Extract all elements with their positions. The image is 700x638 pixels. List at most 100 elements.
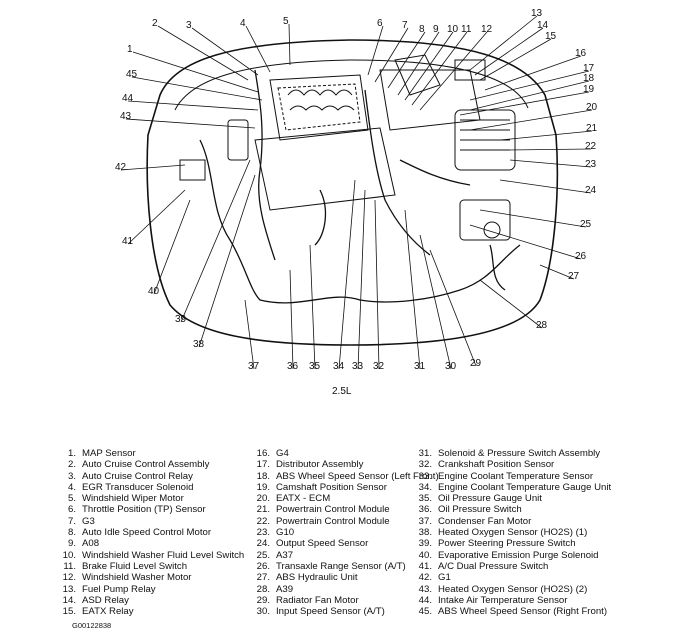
legend-item: 19.Camshaft Position Sensor xyxy=(250,482,439,493)
callout-label-18: 18 xyxy=(583,73,595,84)
legend-item-label: Intake Air Temperature Sensor xyxy=(438,594,568,606)
legend-item: 3. Auto Cruise Control Relay xyxy=(56,471,244,482)
callout-leader-44 xyxy=(127,100,259,111)
callout-leader-22 xyxy=(504,148,592,151)
legend-item-label: Fuel Pump Relay xyxy=(82,583,156,595)
callout-leader-15 xyxy=(479,38,552,81)
callout-label-14: 14 xyxy=(537,20,549,31)
legend-item: 25.A37 xyxy=(250,550,439,561)
legend-item-label: Brake Fluid Level Switch xyxy=(82,560,188,572)
legend-item-number: 1. xyxy=(67,448,76,459)
legend-item-label: MAP Sensor xyxy=(82,448,136,459)
legend-item: 44.Intake Air Temperature Sensor xyxy=(412,595,611,606)
wiring-harness xyxy=(199,69,521,304)
legend-item-number: 12. xyxy=(62,572,76,584)
callout-leader-10 xyxy=(404,31,454,101)
legend-item-label: A39 xyxy=(276,583,294,595)
legend-item-number: 9. xyxy=(67,538,76,550)
callout-leader-28 xyxy=(479,279,543,329)
legend-item: 26.Transaxle Range Sensor (A/T) xyxy=(250,561,439,572)
callout-label-45: 45 xyxy=(126,69,138,80)
callout-label-11: 11 xyxy=(461,24,472,35)
legend-item-label: A08 xyxy=(82,538,100,550)
legend-item-label: Power Steering Pressure Switch xyxy=(438,538,576,550)
legend-item: 40. Evaporative Emission Purge Solenoid xyxy=(412,550,611,561)
legend-item-label: EGR Transducer Solenoid xyxy=(82,481,194,493)
legend-item-number: 23. xyxy=(256,527,270,539)
legend-item: 13.Fuel Pump Relay xyxy=(56,584,244,595)
legend-item-label: Windshield Washer Fluid Level Switch xyxy=(82,549,245,561)
callout-leader-37 xyxy=(244,299,255,370)
legend-item-number: 14. xyxy=(62,594,76,606)
callout-leader-4 xyxy=(245,25,271,73)
legend-item-label: Auto Cruise Control Assembly xyxy=(82,459,210,471)
callout-leader-20 xyxy=(469,109,593,131)
legend-item: 12.Windshield Washer Motor xyxy=(56,572,244,583)
callout-leader-8 xyxy=(387,31,426,89)
legend-item-label: Oil Pressure Gauge Unit xyxy=(438,493,542,505)
callout-label-29: 29 xyxy=(470,358,482,369)
legend-item-number: 27. xyxy=(256,572,270,584)
callout-leader-39 xyxy=(180,159,251,323)
legend-item-label: ABS Wheel Speed Sensor (Left Front) xyxy=(276,470,439,482)
legend-item: 20.EATX - ECM xyxy=(250,493,439,504)
callout-label-35: 35 xyxy=(309,361,321,372)
legend-item: 27.ABS Hydraulic Unit xyxy=(250,572,439,583)
legend-item-label: G3 xyxy=(82,515,95,527)
callout-leader-27 xyxy=(539,264,575,280)
callout-leader-13 xyxy=(469,15,538,71)
legend-item-label: ASD Relay xyxy=(82,594,129,606)
legend-item-number: 35. xyxy=(418,493,432,505)
legend-item: 4.EGR Transducer Solenoid xyxy=(56,482,244,493)
legend-item-label: Heated Oxygen Sensor (HO2S) (1) xyxy=(438,527,588,539)
callout-label-9: 9 xyxy=(433,24,439,35)
callout-leader-29 xyxy=(429,249,477,367)
callout-leader-35 xyxy=(309,244,316,370)
legend-item-label: G4 xyxy=(276,448,289,459)
legend-item-number: 21. xyxy=(256,504,270,516)
callout-leader-42 xyxy=(120,164,186,171)
legend-item-label: Auto Cruise Control Relay xyxy=(82,470,193,482)
callout-label-4: 4 xyxy=(240,18,246,29)
legend-item-number: 40. xyxy=(418,549,432,561)
callout-label-41: 41 xyxy=(122,236,134,247)
callout-label-1: 1 xyxy=(127,44,133,55)
legend-item-number: 34. xyxy=(418,481,432,493)
legend-item-number: 17. xyxy=(256,459,270,471)
legend-item: 15.EATX Relay xyxy=(56,606,244,617)
callout-label-13: 13 xyxy=(531,8,543,19)
legend-item-label: Input Speed Sensor (A/T) xyxy=(276,606,385,618)
legend-item-label: Engine Coolant Temperature Gauge Unit xyxy=(438,481,612,493)
legend-item-number: 36. xyxy=(418,504,432,516)
callout-label-30: 30 xyxy=(445,361,457,372)
legend-item-label: Condenser Fan Motor xyxy=(438,515,532,527)
legend-item: 41.A/C Dual Pressure Switch xyxy=(412,561,611,572)
legend-item-number: 20. xyxy=(256,493,270,505)
legend-item: 17.Distributor Assembly xyxy=(250,459,439,470)
legend-item: 31.Solenoid & Pressure Switch Assembly xyxy=(412,448,611,459)
legend-item-number: 5. xyxy=(67,493,76,505)
legend-item-number: 2. xyxy=(67,459,76,471)
callout-label-12: 12 xyxy=(481,24,493,35)
legend-item: 34. Engine Coolant Temperature Gauge Unit xyxy=(412,481,612,493)
legend-item-number: 31. xyxy=(418,448,432,459)
legend-item-label: Powertrain Control Module xyxy=(276,515,390,527)
legend-item: 45.ABS Wheel Speed Sensor (Right Front) xyxy=(412,606,611,617)
callout-leader-36 xyxy=(289,269,294,370)
legend-item-label: A/C Dual Pressure Switch xyxy=(438,560,549,572)
legend-item: 30.Input Speed Sensor (A/T) xyxy=(250,606,439,617)
callout-label-28: 28 xyxy=(536,320,548,331)
callout-label-24: 24 xyxy=(585,185,597,196)
legend-item-number: 3. xyxy=(67,470,76,482)
callout-leader-33 xyxy=(357,189,366,370)
callout-leader-18 xyxy=(469,80,590,111)
legend-item-number: 7. xyxy=(67,515,76,527)
callout-leaders xyxy=(120,15,593,370)
callout-label-25: 25 xyxy=(580,219,592,230)
legend-item-label: Crankshaft Position Sensor xyxy=(438,459,555,471)
callout-label-42: 42 xyxy=(115,162,127,173)
legend-item-label: Evaporative Emission Purge Solenoid xyxy=(438,549,599,561)
callout-leader-26 xyxy=(469,224,582,260)
